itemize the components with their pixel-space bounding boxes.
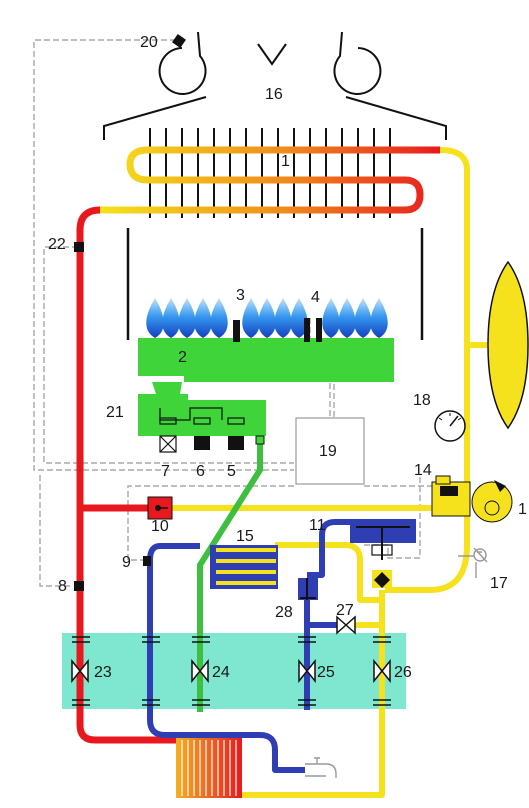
connection-band [62,633,406,709]
detection-electrode-b [316,318,322,342]
return-pipe [165,147,488,798]
isolation-valve-25 [298,658,316,684]
label-5: 5 [227,463,236,480]
label-24: 24 [212,664,230,681]
pressure-switch-14 [435,475,451,485]
temperature-sensor-8 [74,581,84,591]
label-28: 28 [275,604,293,621]
label-12: 1 [518,501,527,518]
label-27: 27 [336,602,354,619]
detection-electrode [304,318,310,342]
label-15: 15 [236,528,254,545]
label-20: 20 [140,34,158,51]
label-6: 6 [196,463,205,480]
isolation-valve-26 [373,658,391,684]
heat-exchanger-fins [149,128,391,218]
flue-hood [103,31,447,140]
bypass-valve [298,578,318,600]
burner [138,338,394,382]
gas-valve [138,382,266,453]
heating-flow-pipe [76,206,240,744]
label-3: 3 [236,287,245,304]
label-2: 2 [178,349,187,366]
connection-ticks [72,636,391,706]
temperature-sensor-22 [74,242,84,252]
label-18: 18 [413,392,431,409]
label-26: 26 [394,664,412,681]
gas-pipe [197,440,263,712]
isolation-valve-24 [191,658,209,684]
label-22: 22 [48,236,66,253]
flow-switch [350,519,416,560]
label-25: 25 [317,664,335,681]
isolation-valve-23 [71,658,89,684]
label-8: 8 [58,578,67,595]
safety-valve [458,547,488,578]
label-14: 14 [414,462,432,479]
label-21: 21 [106,404,124,421]
label-7: 7 [161,463,170,480]
control-box [295,417,365,485]
flue-sensor [172,34,186,48]
label-19: 19 [319,443,337,460]
label-16: 16 [265,86,283,103]
pressure-gauge [434,410,466,442]
label-4: 4 [311,289,320,306]
heat-exchanger-coil [100,146,440,214]
combustion-chamber [126,228,424,340]
label-17: 17 [490,575,508,592]
diverter-valve [372,570,392,588]
limit-thermostat [147,496,173,520]
ignition-electrode [233,320,240,342]
temperature-sensor-9 [143,556,151,566]
cold-water-pipe [147,519,352,773]
expansion-vessel [487,260,529,430]
dhw-exchanger [210,545,278,589]
label-1: 1 [281,153,290,170]
label-9: 9 [122,554,131,571]
tap-icon [305,757,337,778]
label-23: 23 [94,664,112,681]
label-11: 11 [309,517,326,534]
burner-flames [146,298,388,338]
radiator [176,738,242,798]
fill-valve [336,615,356,635]
circulating-pump [431,480,513,523]
label-10: 10 [151,518,169,535]
